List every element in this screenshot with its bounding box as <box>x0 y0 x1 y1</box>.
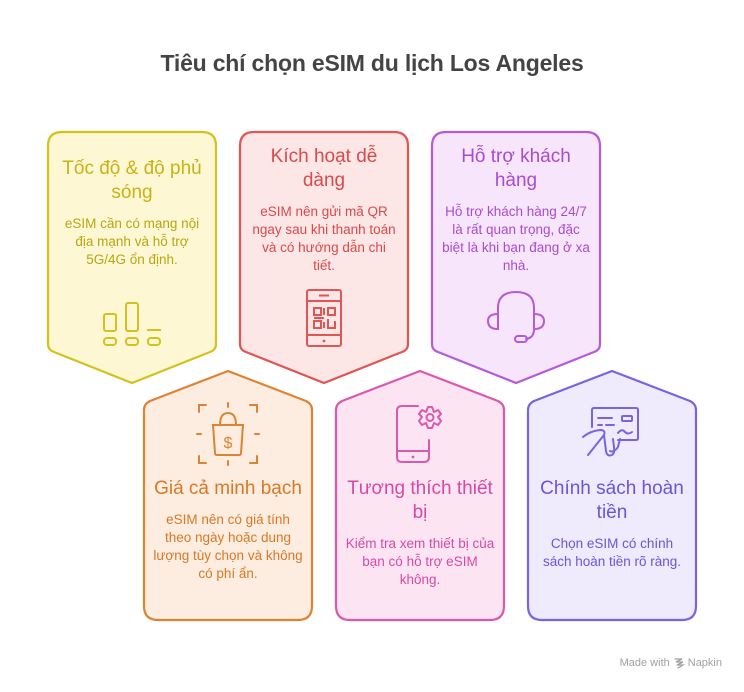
card-pricing: Giá cả minh bạch eSIM nên có giá tính th… <box>152 477 304 583</box>
napkin-logo-icon <box>674 658 685 669</box>
card-description: Chọn eSIM có chính sách hoàn tiền rõ ràn… <box>542 536 682 569</box>
card-compatibility: Tương thích thiết bị Kiểm tra xem thiết … <box>344 477 496 589</box>
signal-bars-icon <box>103 302 161 346</box>
phone-qr-icon <box>306 289 342 347</box>
made-with-label: Made with <box>619 657 670 669</box>
headset-icon <box>486 290 546 343</box>
card-shape-pricing <box>142 369 314 622</box>
footer: Made with Napkin <box>620 657 722 669</box>
card-description: eSIM cần có mạng nội địa mạnh và hỗ trợ … <box>64 216 200 267</box>
card-description: Kiểm tra xem thiết bị của bạn có hỗ trợ … <box>345 536 495 587</box>
card-title: Hỗ trợ khách hàng <box>461 146 571 191</box>
card-title: Kích hoạt dễ dàng <box>270 146 378 191</box>
phone-gear-icon <box>396 405 442 463</box>
card-description: eSIM nên có giá tính theo ngày hoặc dung… <box>153 512 303 581</box>
svg-text:$: $ <box>224 435 233 452</box>
card-title: Tốc độ & độ phủ sóng <box>62 158 202 203</box>
card-refund-icon <box>582 407 639 457</box>
card-shape-compatibility <box>334 369 506 622</box>
card-shape-refund <box>526 369 698 622</box>
card-support: Hỗ trợ khách hàng Hỗ trợ khách hàng 24/7… <box>442 145 590 275</box>
card-title: Chính sách hoàn tiền <box>540 478 684 523</box>
card-shape-activation <box>238 130 410 385</box>
card-shape-support <box>430 130 602 385</box>
card-title: Giá cả minh bạch <box>154 478 302 499</box>
card-title: Tương thích thiết bị <box>347 478 493 523</box>
card-speed: Tốc độ & độ phủ sóng eSIM cần có mạng nộ… <box>56 157 208 269</box>
page-title: Tiêu chí chọn eSIM du lịch Los Angeles <box>160 50 584 76</box>
card-shape-speed <box>46 130 218 385</box>
shopping-bag-dollar-icon: $ <box>196 402 260 466</box>
card-description: eSIM nên gửi mã QR ngay sau khi thanh to… <box>252 204 396 273</box>
napkin-brand-link[interactable]: Napkin <box>687 657 722 669</box>
card-refund: Chính sách hoàn tiền Chọn eSIM có chính … <box>536 477 688 571</box>
card-activation: Kích hoạt dễ dàng eSIM nên gửi mã QR nga… <box>250 145 398 275</box>
card-description: Hỗ trợ khách hàng 24/7 là rất quan trọng… <box>442 204 590 273</box>
